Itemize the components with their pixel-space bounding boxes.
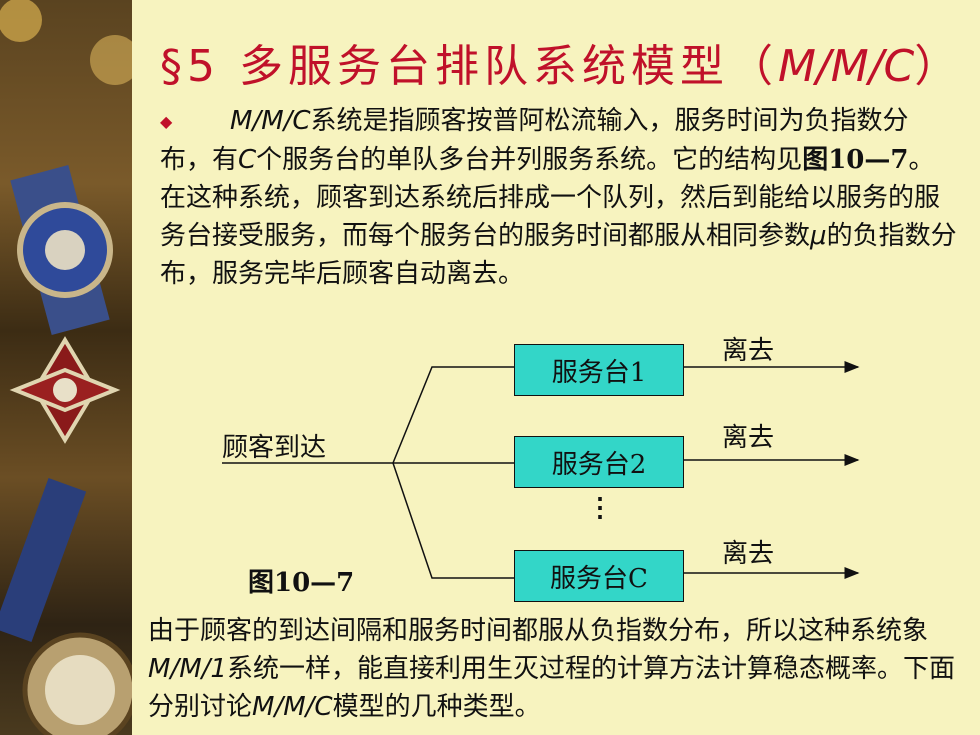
closing-text-3: 模型的几种类型。 — [332, 692, 541, 722]
intro-text-1: 系统是指顾客按普阿松流输入，服务时间为负指数分布，有 — [160, 106, 909, 175]
medal-collage-icon — [0, 0, 132, 735]
title-prefix: §5 多服务台排队系统模型（ — [160, 41, 778, 92]
server-box-1: 服务台1 — [514, 344, 684, 396]
mu-symbol: μ — [810, 221, 827, 251]
intro-text-3: 。在这种系统，顾客到达系统后排成一个队列，然后到能给以服务的服务台接受服务，而每… — [160, 145, 941, 251]
bullet-icon: ◆ — [160, 112, 173, 131]
departure-label-1: 离去 — [722, 336, 775, 366]
branch-line-1 — [392, 366, 514, 464]
closing-paragraph: 由于顾客的到达间隔和服务时间都服从负指数分布，所以这种系统象 M/M/1系统一样，… — [148, 612, 978, 726]
closing-model-2: M/M/C — [252, 692, 333, 722]
figure-reference: 图10—7 — [802, 145, 909, 175]
intro-text-2: 个服务台的单队多台并列服务系统。它的结构见 — [256, 145, 803, 175]
intro-c: C — [238, 145, 257, 175]
intro-model: M/M/C — [230, 106, 311, 136]
departure-label-3: 离去 — [722, 539, 775, 569]
closing-text-1: 由于顾客的到达间隔和服务时间都服从负指数分布，所以这种系统象 — [148, 616, 929, 646]
decorative-side-image — [0, 0, 132, 735]
title-model: M/M/C — [777, 41, 915, 92]
intro-paragraph: ◆ M/M/C系统是指顾客按普阿松流输入，服务时间为负指数分布，有C个服务台的单队… — [160, 102, 960, 293]
figure-caption: 图10—7 — [248, 568, 355, 598]
intro-text-4: 的负指数分布，服务完毕后顾客自动离去。 — [160, 221, 957, 289]
closing-text-2: 系统一样，能直接利用生灭过程的计算方法计算稳态概率。下面分别讨论 — [148, 654, 955, 722]
arrival-label: 顾客到达 — [222, 433, 327, 463]
slide-title: §5 多服务台排队系统模型（M/M/C） — [160, 30, 963, 94]
branch-line-3 — [392, 462, 514, 579]
ellipsis-icon: ⋮ — [587, 493, 613, 523]
server-box-2: 服务台2 — [514, 436, 684, 488]
departure-label-2: 离去 — [722, 423, 775, 453]
title-suffix: ） — [914, 41, 964, 92]
server-box-c: 服务台C — [514, 550, 684, 602]
closing-model-1: M/M/1 — [148, 654, 227, 684]
